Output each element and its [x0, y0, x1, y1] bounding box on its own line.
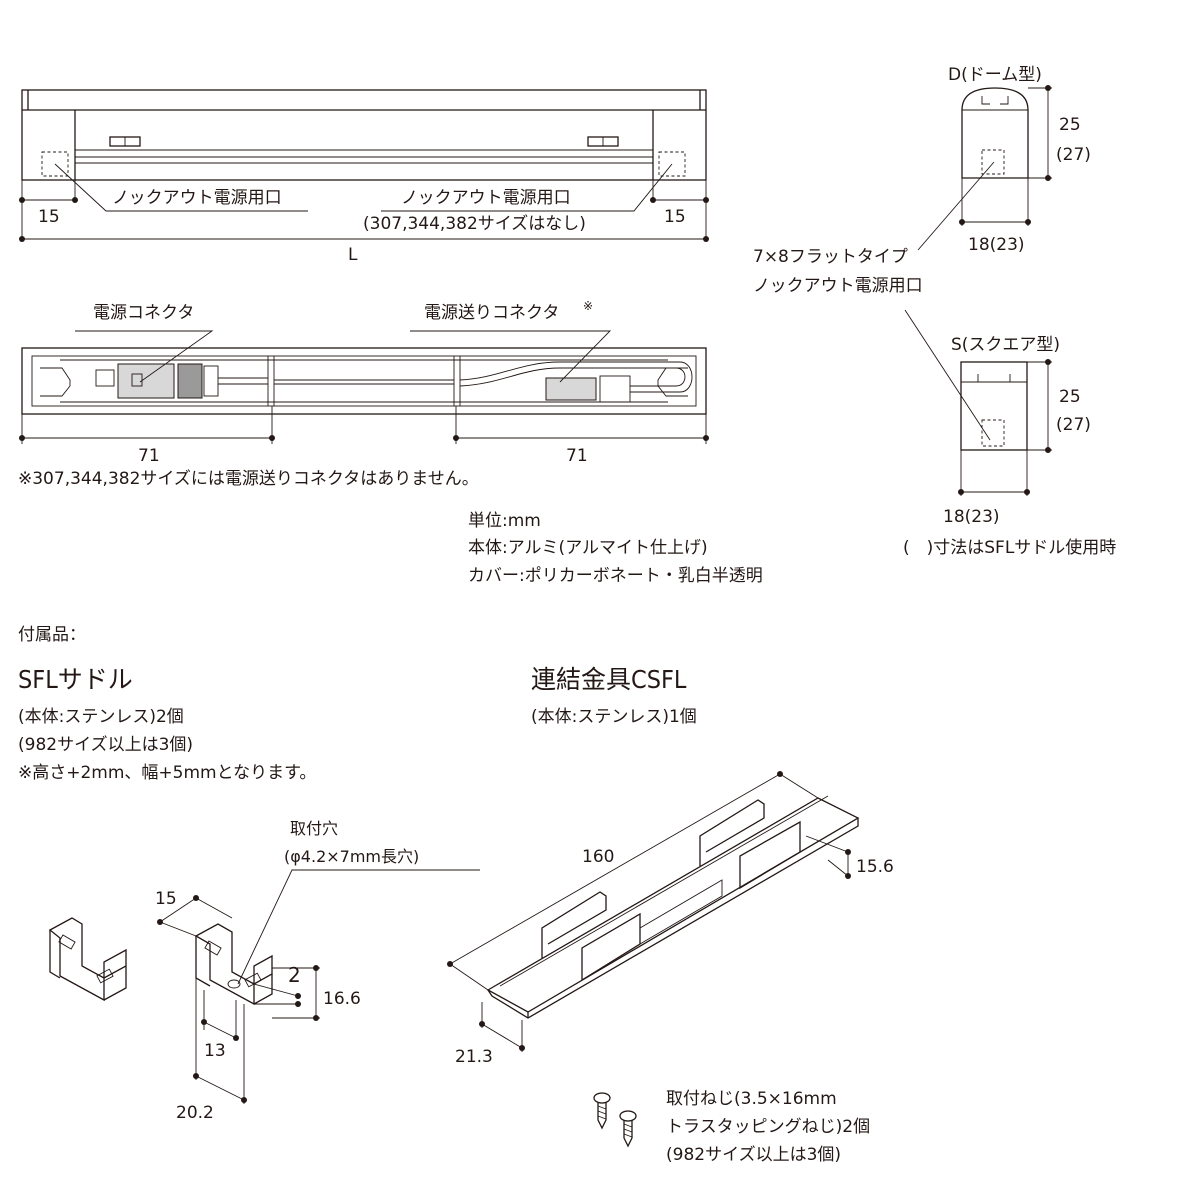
screw-line1: 取付ねじ(3.5×16mm — [666, 1089, 837, 1109]
dome-height-alt: (27) — [1056, 145, 1091, 165]
dome-height: 25 — [1059, 115, 1081, 135]
spec-body: 本体:アルミ(アルマイト仕上げ) — [468, 538, 708, 558]
dome-width: 18(23) — [968, 235, 1025, 255]
spec-cover: カバー:ポリカーボネート・乳白半透明 — [468, 566, 763, 586]
square-height: 25 — [1059, 387, 1081, 407]
saddle-dim-20-2: 20.2 — [176, 1103, 214, 1123]
dome-profile — [961, 87, 1029, 179]
accessories-heading: 付属品： — [18, 625, 86, 645]
screw-line3: (982サイズ以上は3個) — [666, 1145, 841, 1165]
inner-view-note: ※307,344,382サイズには電源送りコネクタはありません。 — [18, 469, 479, 489]
flat-type-line1: 7×8フラットタイプ — [753, 247, 908, 267]
square-width: 18(23) — [943, 507, 1000, 527]
dim-right-15: 15 — [664, 207, 686, 227]
knockout-right-note: (307,344,382サイズはなし) — [363, 214, 586, 234]
saddle-line1: (本体:ステンレス)2個 — [18, 707, 184, 727]
saddle-dim-2: 2 — [288, 963, 301, 987]
joint-iso — [486, 795, 860, 1019]
joint-line1: (本体:ステンレス)1個 — [531, 707, 697, 727]
top-view-fixture — [21, 89, 707, 181]
feed-connector-label: 電源送りコネクタ — [424, 303, 559, 323]
joint-title: 連結金具CSFL — [531, 665, 687, 694]
saddle-dim-15: 15 — [155, 889, 177, 909]
knockout-right-mark — [658, 151, 686, 177]
joint-dim-15-6: 15.6 — [856, 857, 894, 877]
saddle-line3: ※高さ+2mm、幅+5mmとなります。 — [18, 763, 316, 783]
feed-connector-mark: ※ — [583, 299, 593, 313]
spec-unit: 単位:mm — [468, 511, 541, 531]
joint-dim-160: 160 — [582, 847, 614, 867]
saddle-dim-13: 13 — [204, 1041, 226, 1061]
flat-type-line2: ノックアウト電源用口 — [753, 276, 923, 296]
square-title: S(スクエア型) — [951, 335, 1060, 355]
power-connector-label: 電源コネクタ — [93, 303, 194, 323]
hole-spec: (φ4.2×7mm長穴) — [284, 847, 419, 866]
saddle-iso-small — [48, 917, 127, 1002]
paren-note: ( )寸法はSFLサドル使用時 — [903, 537, 1116, 558]
knockout-left-mark — [41, 151, 69, 177]
hole-label: 取付穴 — [290, 819, 338, 838]
saddle-dim-16-6: 16.6 — [323, 989, 361, 1009]
dome-title: D(ドーム型) — [948, 65, 1042, 85]
dim-length-L: L — [348, 245, 358, 265]
square-profile — [960, 361, 1028, 451]
inner-view-fixture — [21, 347, 707, 415]
inner-dim-left-71: 71 — [138, 446, 160, 466]
knockout-right-label: ノックアウト電源用口 — [401, 188, 571, 208]
square-height-alt: (27) — [1056, 415, 1091, 435]
saddle-line2: (982サイズ以上は3個) — [18, 735, 193, 755]
screw-line2: トラスタッピングねじ)2個 — [666, 1117, 870, 1137]
dim-left-15: 15 — [38, 207, 60, 227]
inner-dim-right-71: 71 — [566, 446, 588, 466]
saddle-title: SFLサドル — [18, 665, 133, 694]
knockout-left-label: ノックアウト電源用口 — [112, 188, 282, 208]
joint-dim-21-3: 21.3 — [455, 1047, 493, 1067]
screw-icon — [593, 1092, 637, 1148]
